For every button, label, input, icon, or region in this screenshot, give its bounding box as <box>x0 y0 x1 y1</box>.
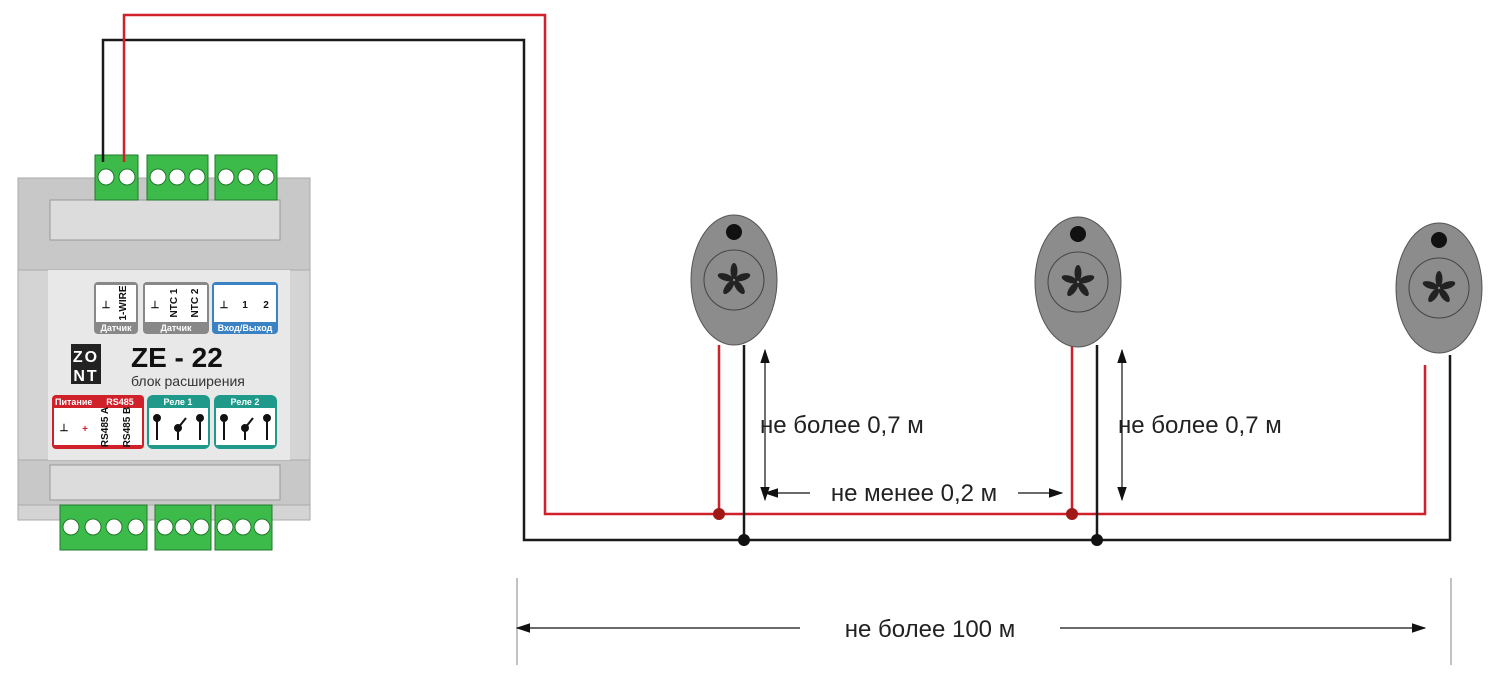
terminal-label: RS485 B <box>122 407 133 448</box>
total-length-label: не более 100 м <box>845 616 1015 643</box>
model-subtitle: блок расширения <box>131 373 245 389</box>
sensor-1 <box>690 214 778 346</box>
black-wire <box>101 38 1452 542</box>
red-wire <box>122 13 1427 516</box>
group-caption: Датчик <box>160 323 192 333</box>
zont-logo: ZO NT <box>71 344 101 385</box>
sensor-3 <box>1395 222 1483 354</box>
sensor-2 <box>1034 216 1122 348</box>
group-caption: Питание <box>55 397 92 407</box>
svg-text:NT: NT <box>73 368 98 385</box>
terminal-label: ⊥ <box>151 300 160 311</box>
svg-text:ZO: ZO <box>73 349 99 366</box>
junction-red <box>713 508 725 520</box>
terminal-label: NTC 1 <box>169 288 180 317</box>
ze22-module: ⊥ 1-WIRE Датчик ⊥ NTC 1 NTC 2 Датчик ⊥ 1… <box>17 154 311 551</box>
relay-contact-icon <box>153 414 271 440</box>
group-caption: Реле 2 <box>231 397 260 407</box>
terminal-label: 1-WIRE <box>118 285 129 320</box>
lead-length-label-1: не более 0,7 м <box>760 412 924 439</box>
terminal-label: ⊥ <box>220 300 229 311</box>
model-name: ZE - 22 <box>131 342 223 373</box>
group-caption: Вход/Выход <box>218 323 273 333</box>
junction-black <box>738 534 750 546</box>
group-caption: RS485 <box>106 397 134 407</box>
lead-length-label-2: не более 0,7 м <box>1118 412 1282 439</box>
terminal-label: ⊥ <box>60 423 69 434</box>
junction-red <box>1066 508 1078 520</box>
terminal-label: ⊥ <box>102 300 111 311</box>
junction-black <box>1091 534 1103 546</box>
spacing-label: не менее 0,2 м <box>831 480 997 507</box>
dimension-arrows <box>515 348 1452 665</box>
terminal-label: 2 <box>263 300 269 311</box>
terminal-label: RS485 A <box>100 407 111 447</box>
group-caption: Реле 1 <box>164 397 193 407</box>
terminal-label: + <box>82 424 88 435</box>
group-caption: Датчик <box>100 323 132 333</box>
terminal-label: 1 <box>242 300 248 311</box>
terminal-label: NTC 2 <box>190 288 201 317</box>
